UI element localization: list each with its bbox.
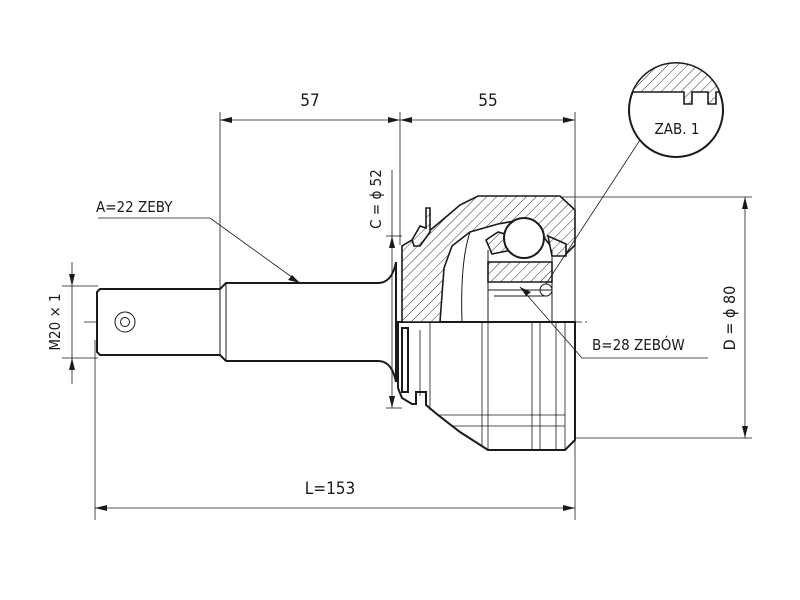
extension-lines xyxy=(62,112,752,520)
leader-outer-spline: A=22 ZEBY xyxy=(96,198,301,284)
dim-total-length-label: L=153 xyxy=(305,479,356,499)
dimension-outer-diameter: D = ϕ 80 xyxy=(720,197,748,438)
dim-shaft-length-label: 57 xyxy=(300,91,319,111)
dim-housing-length-label: 55 xyxy=(478,91,497,111)
dim-seal-diameter-label: C = ϕ 52 xyxy=(367,169,385,229)
ball xyxy=(503,217,545,259)
dimension-thread: M20 × 1 xyxy=(46,262,75,384)
outer-spline-label: A=22 ZEBY xyxy=(96,198,173,216)
cotter-pin-hole xyxy=(114,311,136,333)
inner-spline-label: B=28 ZEBÓW xyxy=(592,335,685,354)
housing-section xyxy=(401,195,576,323)
dim-thread-label: M20 × 1 xyxy=(46,293,64,350)
detail-label: ZAB. 1 xyxy=(655,120,700,138)
dimension-57: 57 xyxy=(220,91,400,123)
outer-housing xyxy=(397,321,576,451)
detail-view: ZAB. 1 xyxy=(545,62,724,285)
dim-outer-diameter-label: D = ϕ 80 xyxy=(720,286,739,351)
dimension-total-length: L=153 xyxy=(95,479,575,511)
stub-shaft xyxy=(96,261,397,383)
dimension-seal-diameter: C = ϕ 52 xyxy=(367,169,395,408)
leader-inner-spline: B=28 ZEBÓW xyxy=(519,286,708,359)
dimension-55: 55 xyxy=(400,91,575,123)
